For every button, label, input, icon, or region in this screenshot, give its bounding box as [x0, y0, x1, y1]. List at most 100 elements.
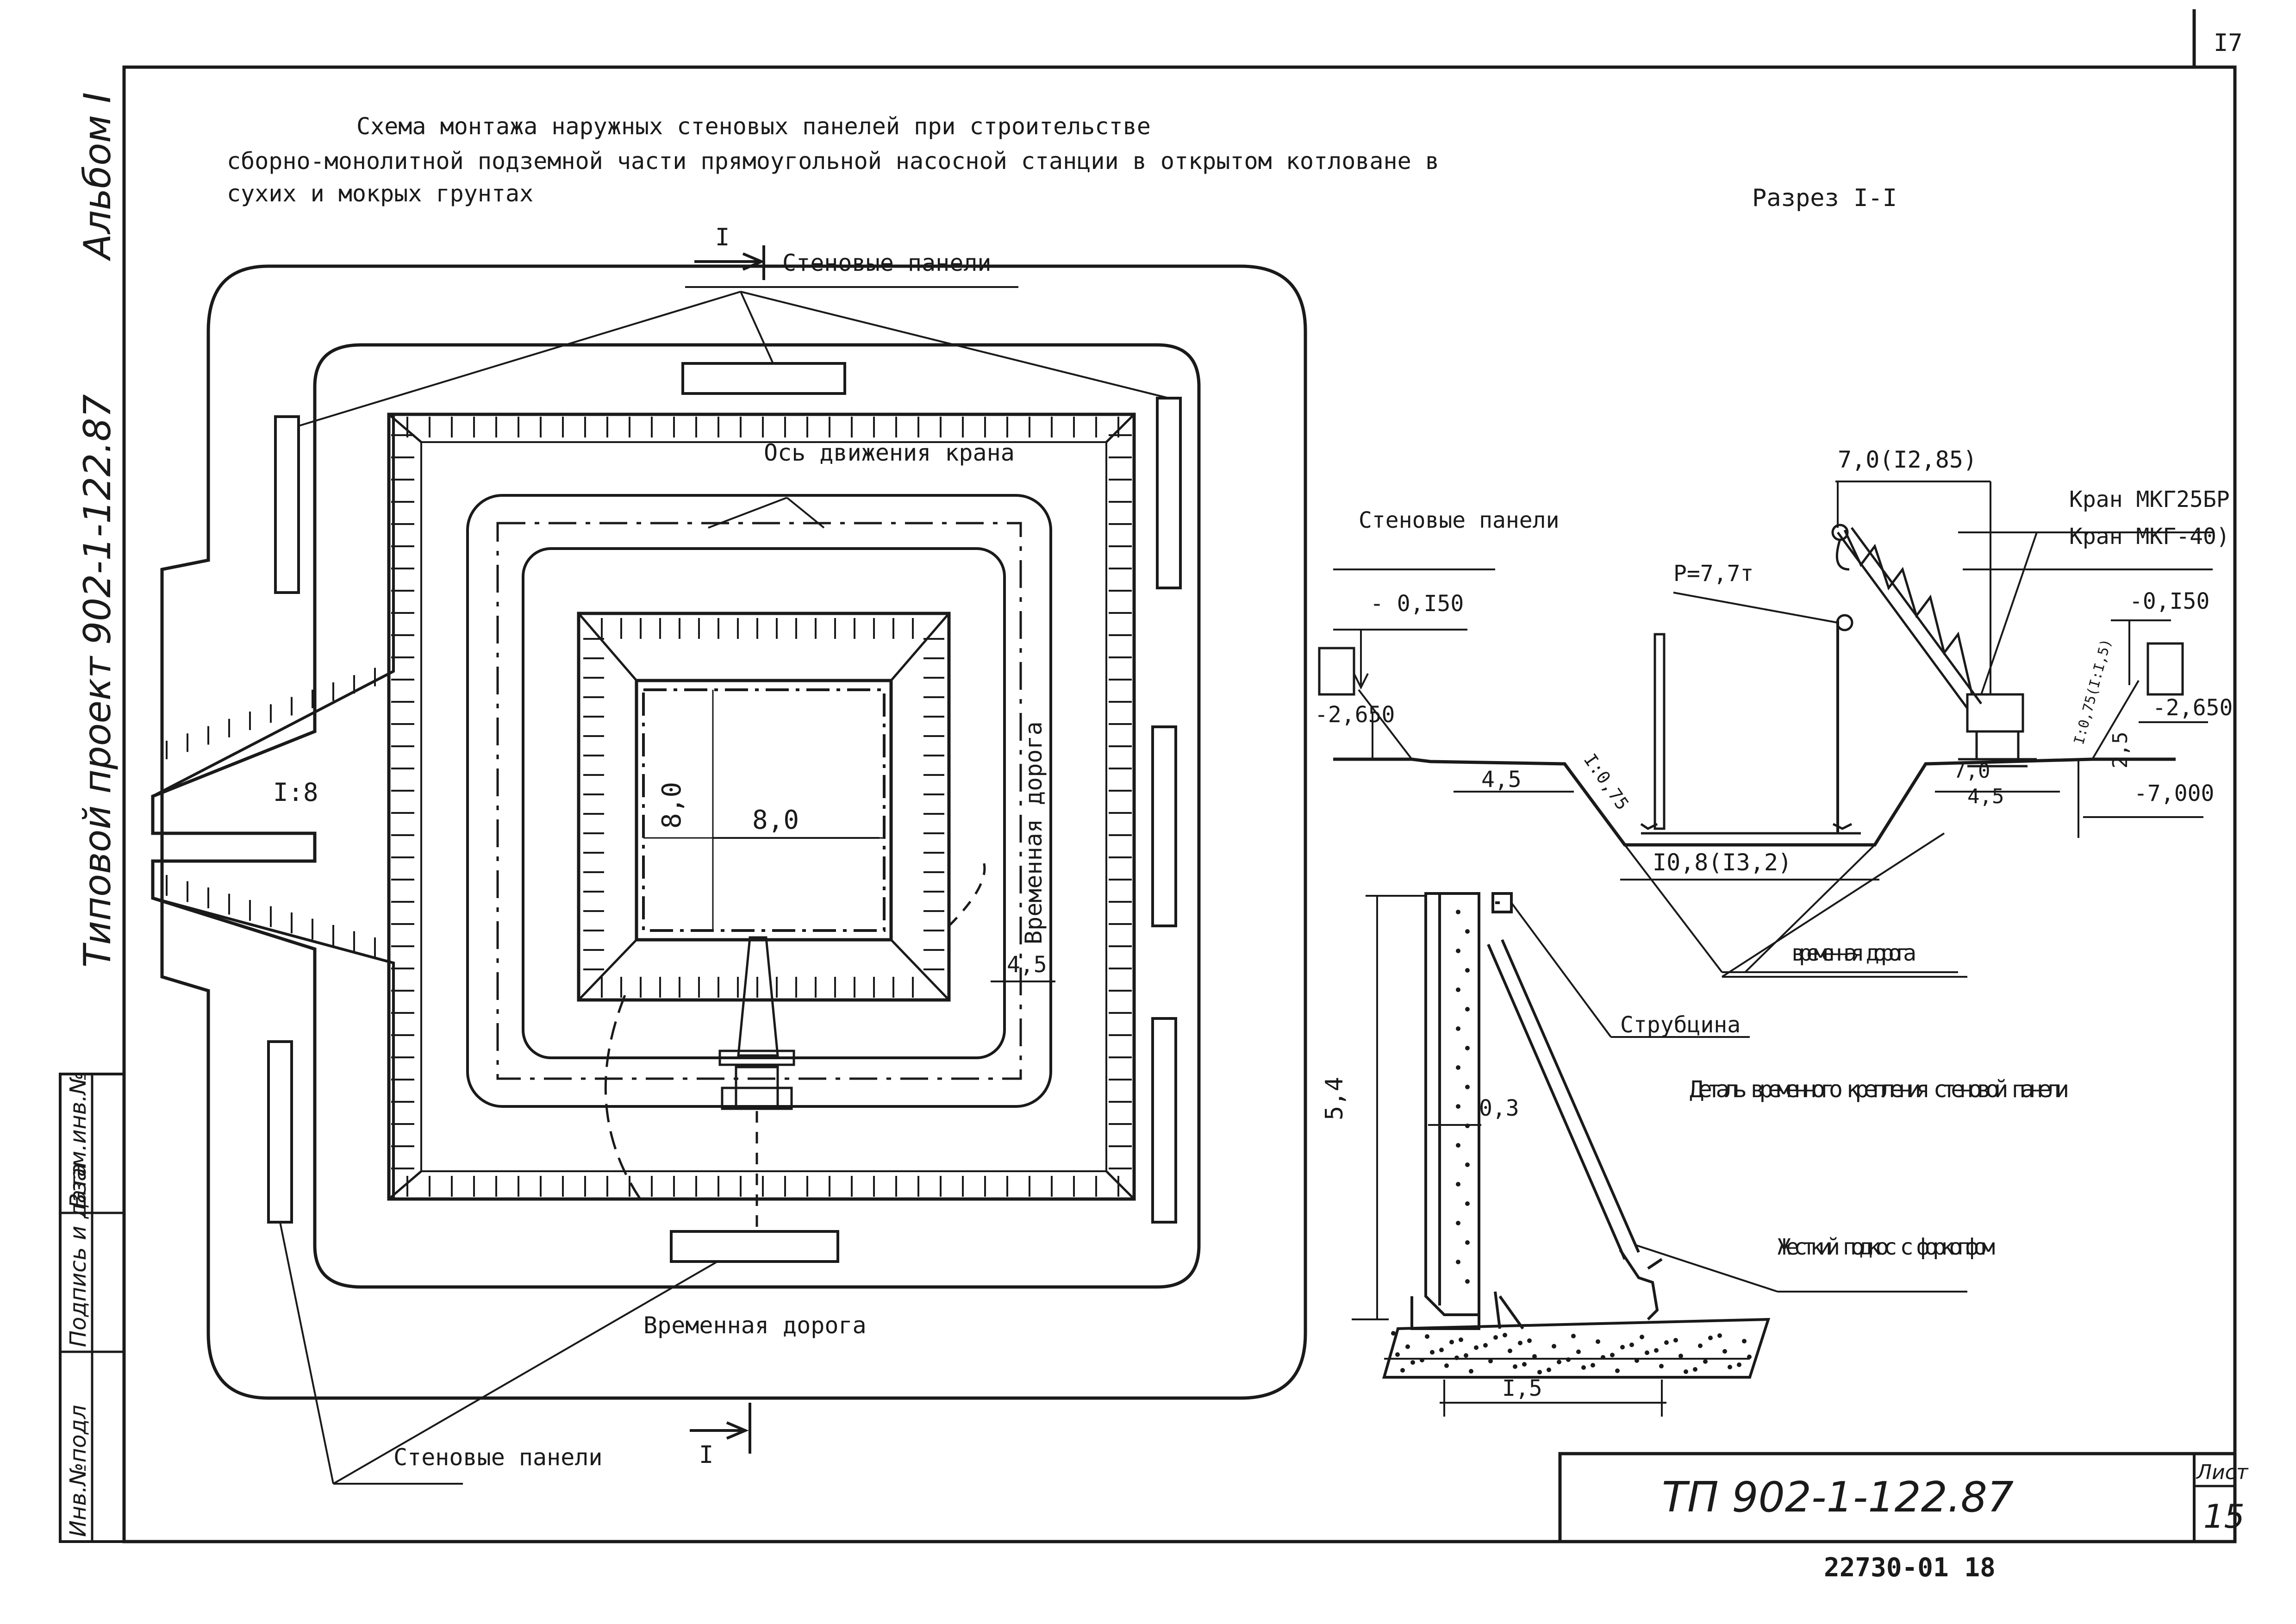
- section-slope-left: I:0,75: [1580, 750, 1633, 814]
- stamp-col-1: Инв.№подл: [65, 1405, 91, 1537]
- title-line-3: сухих и мокрых грунтах: [227, 180, 533, 207]
- concrete-dot: [1465, 1279, 1470, 1284]
- sheet-number: I7: [2214, 29, 2243, 57]
- outer-road-boundary: [160, 264, 1307, 1400]
- concrete-dot: [1645, 1350, 1649, 1355]
- concrete-dot: [1465, 929, 1470, 934]
- section-level-left: - 0,I50: [1370, 591, 1464, 617]
- concrete-dot: [1591, 1363, 1595, 1368]
- concrete-dot: [1456, 1026, 1460, 1031]
- concrete-dot: [1522, 1362, 1527, 1367]
- dim-4-5-plan: 4,5: [1007, 952, 1047, 978]
- concrete-dot: [1684, 1369, 1688, 1374]
- concrete-dot: [1464, 1353, 1468, 1358]
- section-temp-road: временная дорога: [1791, 940, 1916, 966]
- dim-horizontal: 8,0: [752, 805, 799, 835]
- concrete-dot: [1673, 1338, 1678, 1343]
- concrete-dot: [1742, 1339, 1747, 1343]
- concrete-dot: [1395, 1352, 1400, 1357]
- crane-path-inner: [522, 547, 1006, 1059]
- section-load: P=7,7т: [1673, 561, 1753, 587]
- section-level-left-2: -2,650: [1315, 702, 1395, 728]
- temp-road-bottom-label: Временная дорога: [643, 1312, 867, 1339]
- concrete-dot: [1456, 1182, 1460, 1187]
- inner-road-boundary: [151, 343, 1201, 1289]
- detail-height: 5,4: [1321, 1077, 1348, 1120]
- left-stamp: Инв.№подл Подпись и дата Взам.инв.№: [59, 1072, 125, 1543]
- concrete-dot: [1503, 1333, 1507, 1337]
- detail-panel: [1424, 892, 1480, 1316]
- concrete-dot: [1635, 1358, 1639, 1363]
- concrete-dot: [1400, 1368, 1405, 1373]
- titleblock-sheet-no: 15: [2203, 1498, 2245, 1536]
- concrete-dot: [1493, 1335, 1498, 1340]
- detail-strut: [1487, 892, 1663, 1321]
- concrete-dot: [1410, 1360, 1415, 1365]
- title-line-2: сборно-монолитной подземной части прямоу…: [227, 148, 1439, 175]
- concrete-dot: [1456, 1260, 1460, 1264]
- section-wall-panels-label: Стеновые панели: [1359, 507, 1559, 533]
- concrete-dot: [1454, 1355, 1459, 1360]
- album-label: Альбом I: [76, 92, 119, 262]
- concrete-dot: [1465, 1201, 1470, 1206]
- panel-right-mid: [1151, 725, 1177, 927]
- concrete-dot: [1537, 1370, 1542, 1374]
- concrete-dot: [1728, 1365, 1732, 1369]
- concrete-dot: [1456, 1143, 1460, 1148]
- concrete-dot: [1620, 1345, 1625, 1349]
- concrete-dot: [1629, 1343, 1634, 1347]
- concrete-dot: [1664, 1340, 1669, 1345]
- cut-mark-top: I: [715, 224, 730, 251]
- section-level-right-2: -2,650: [2152, 695, 2233, 721]
- panel-fixing-detail: Струбцина Деталь временного крепления ст…: [1321, 892, 2069, 1417]
- slope-label: I:8: [273, 778, 318, 807]
- concrete-dot: [1456, 1104, 1460, 1109]
- concrete-dot: [1547, 1368, 1551, 1372]
- section-dim-4-5-right: 4,5: [1967, 785, 2004, 808]
- panel-bottom: [670, 1230, 839, 1263]
- concrete-dot: [1469, 1369, 1473, 1374]
- crane-plan: [604, 856, 986, 1231]
- concrete-dot: [1439, 1348, 1444, 1352]
- crane-section: [1640, 524, 2037, 835]
- concrete-dot: [1557, 1360, 1561, 1364]
- concrete-dot: [1456, 949, 1460, 953]
- section-dim-left: 4,5: [1481, 767, 1522, 793]
- section-bottom-width: I0,8(I3,2): [1653, 849, 1792, 876]
- crane-path-outer: [466, 494, 1052, 1108]
- wall-panels-top-label: Стеновые панели: [782, 250, 992, 276]
- section-title: Разрез I-I: [1752, 184, 1897, 212]
- section-panel-right: [2146, 642, 2184, 696]
- pit-bottom-outer: [577, 612, 951, 1002]
- concrete-dot: [1566, 1357, 1571, 1362]
- concrete-dot: [1513, 1364, 1517, 1369]
- detail-thickness: 0,3: [1479, 1095, 1519, 1121]
- concrete-dot: [1552, 1344, 1556, 1349]
- titleblock-code: ТП 902-1-122.87: [1662, 1473, 2014, 1522]
- concrete-dot: [1444, 1363, 1449, 1368]
- cut-mark-bottom: I: [699, 1441, 713, 1469]
- concrete-dot: [1465, 1046, 1470, 1050]
- panel-top: [681, 362, 846, 395]
- concrete-dot: [1420, 1358, 1424, 1362]
- concrete-dot: [1456, 1221, 1460, 1225]
- section-panel-left: [1318, 647, 1355, 696]
- concrete-dot: [1659, 1364, 1664, 1368]
- concrete-dot: [1449, 1340, 1454, 1344]
- concrete-dot: [1640, 1335, 1644, 1339]
- concrete-dot: [1405, 1344, 1410, 1349]
- temp-road-side-label: Временная дорога: [1020, 721, 1047, 944]
- concrete-dot: [1703, 1359, 1708, 1364]
- concrete-dot: [1456, 1065, 1460, 1070]
- footer-number: 22730-01 18: [1824, 1553, 1996, 1583]
- concrete-dot: [1615, 1368, 1620, 1373]
- concrete-dots: [1391, 910, 1752, 1374]
- titleblock-sheet-label: Лист: [2196, 1461, 2249, 1484]
- detail-title: Деталь временного крепления стеновой пан…: [1690, 1076, 2069, 1103]
- concrete-dot: [1425, 1334, 1429, 1339]
- concrete-dot: [1430, 1350, 1435, 1355]
- panel-right-low: [1151, 1017, 1177, 1224]
- concrete-dot: [1483, 1343, 1488, 1348]
- concrete-dot: [1465, 1007, 1470, 1012]
